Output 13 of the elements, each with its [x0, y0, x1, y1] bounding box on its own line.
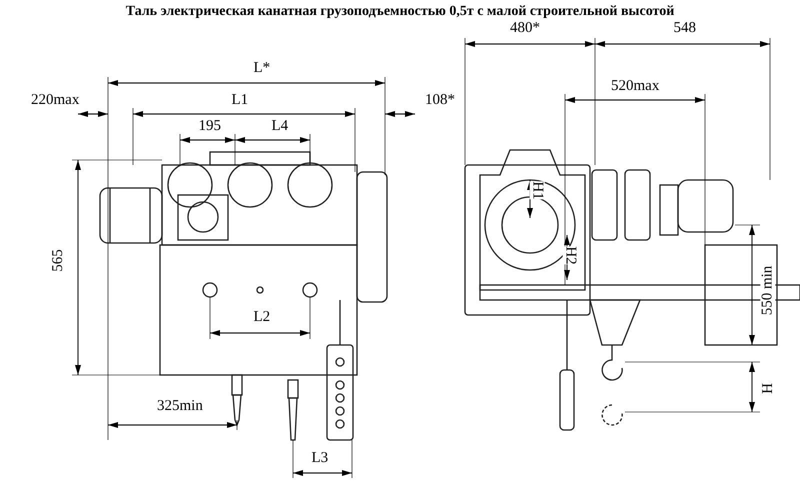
dimension-label: 550 min [760, 265, 776, 315]
dimension-label: 548 [674, 20, 696, 36]
dimension-label: 220max [31, 92, 80, 108]
dimension-label: 520max [611, 78, 660, 94]
dimension-label: H1 [530, 180, 545, 200]
dimension-label: 195 [198, 118, 221, 134]
drawing-title: Таль электрическая канатная грузоподъемностью 0,5т с малой строительной высотой [124, 4, 676, 20]
dimension-label: 480* [510, 20, 540, 36]
dimension-label: 325min [157, 398, 203, 414]
dimension-label: L3 [312, 450, 328, 466]
dimension-label: 108* [425, 92, 455, 108]
dimension-label: 565 [50, 248, 66, 272]
dimension-label: H2 [562, 246, 578, 264]
